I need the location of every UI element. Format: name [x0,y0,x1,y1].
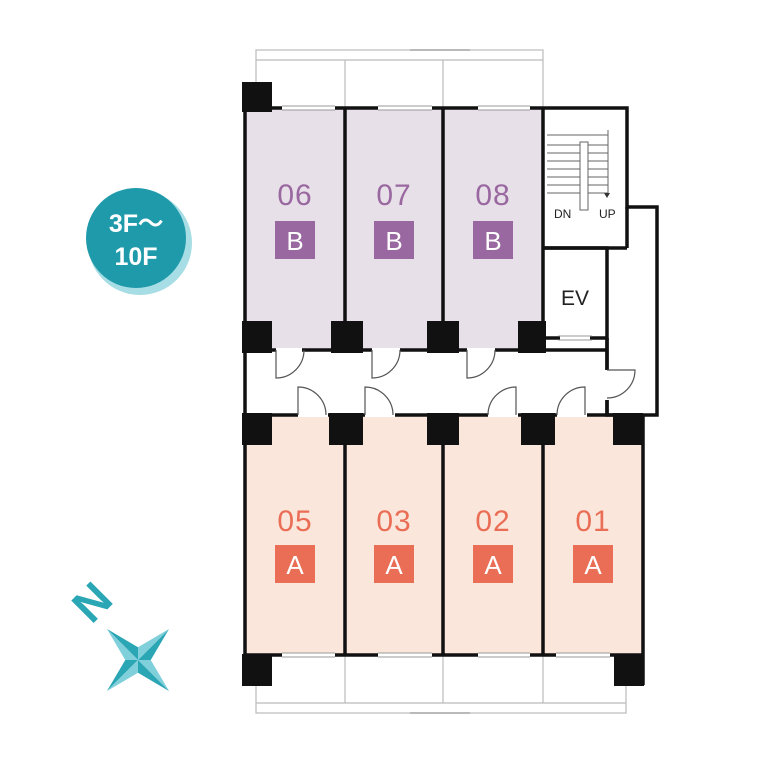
stair-down-label: DN [554,207,571,221]
columns [242,82,644,686]
floor-badge: 3F～ 10F [86,188,192,295]
unit-type-label: A [584,550,602,580]
unit-type-badge [473,221,513,259]
unit-type-label: B [385,226,402,256]
stair-up-label: UP [599,207,616,221]
type-a-units [245,415,643,655]
unit-05-area [245,415,345,655]
unit-number: 06 [277,179,312,212]
unit-type-label: A [484,550,502,580]
unit-type-badge [374,221,414,259]
window-openings [282,106,610,657]
floor-badge-line1: 3F～ [109,210,163,238]
unit-number: 03 [376,505,411,538]
balcony-top [255,49,544,109]
unit-type-badge [573,545,613,583]
unit-01-area [543,415,643,655]
compass-icon [106,628,170,692]
unit-type-badge [275,221,315,259]
corridor [245,350,607,415]
unit-03-area [345,415,443,655]
balcony-bottom [255,654,627,714]
unit-type-label: A [385,550,403,580]
unit-number: 05 [277,505,312,538]
unit-number: 01 [575,505,610,538]
unit-number: 02 [475,505,510,538]
staircase [547,130,610,211]
compass-north-label: N [62,572,122,632]
unit-type-badge [374,545,414,583]
elevator-door [558,335,592,341]
unit-type-label: A [286,550,304,580]
unit-type-badge [473,545,513,583]
window-frames [282,105,610,658]
unit-type-label: B [484,226,501,256]
unit-02-area [443,415,543,655]
elevator-label: EV [561,287,589,310]
unit-type-badge [275,545,315,583]
floor-badge-line2: 10F [114,243,157,271]
unit-number: 08 [475,179,510,212]
door-swings [275,336,636,417]
unit-type-label: B [286,226,303,256]
unit-number: 07 [376,179,411,212]
